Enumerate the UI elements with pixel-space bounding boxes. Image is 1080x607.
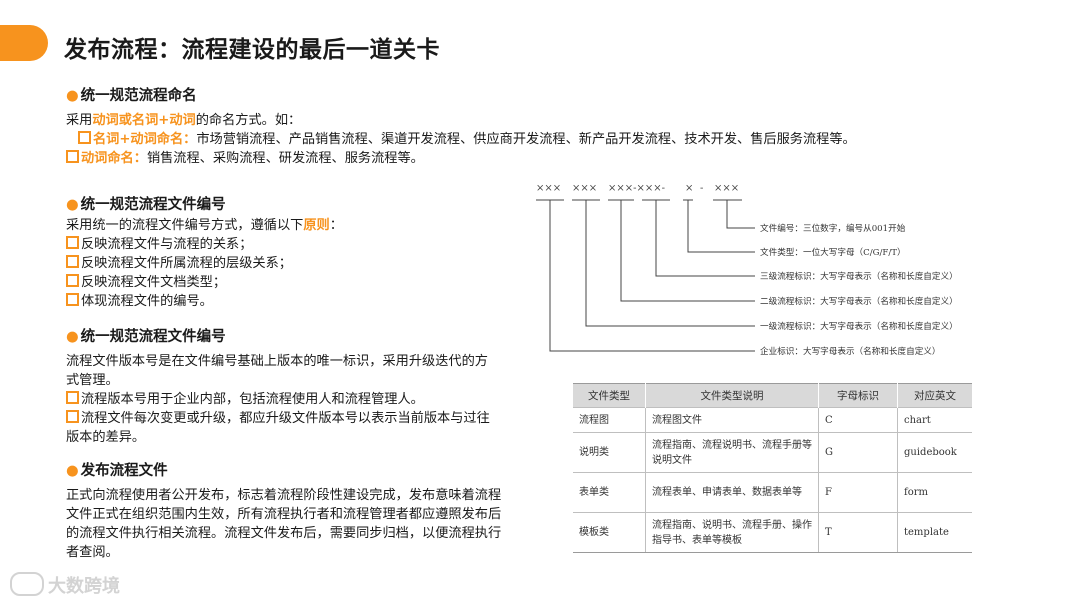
file-type-table: 文件类型 文件类型说明 字母标识 对应英文 流程图 流程图文件 C chart … — [573, 383, 972, 553]
table-row: 说明类 流程指南、流程说明书、流程手册等说明文件 G guidebook — [573, 432, 972, 473]
checkbox-square-icon — [66, 274, 79, 287]
table-cell: chart — [897, 407, 972, 433]
publish-paragraph: 正式向流程使用者公开发布，标志着流程阶段性建设完成，发布意味着流程文件正式在组织… — [66, 488, 502, 560]
table-cell: 流程图 — [573, 407, 646, 433]
file-numbering-diagram: ××× ××× ×××-×××- × - ××× 文件编号：三位数字，编号从00… — [530, 183, 1000, 368]
page-title: 发布流程：流程建设的最后一道关卡 — [64, 37, 440, 63]
bracket-lines — [536, 199, 755, 352]
table-cell: G — [818, 432, 898, 473]
code-segment: ××× — [572, 183, 598, 194]
table-cell: T — [818, 512, 898, 553]
numbering-item: 反映流程文件文档类型； — [66, 273, 226, 292]
brand-logo-icon — [10, 572, 44, 596]
version-item: 流程文件每次变更或升级，都应升级文件版本号以表示当前版本与过往版本的差异。 — [66, 410, 490, 445]
bullet-dot-icon: ● — [66, 463, 79, 479]
code-segment: ×××-×××- — [608, 183, 666, 194]
diagram-label: 二级流程标识：大写字母表示（名称和长度自定义） — [760, 297, 958, 307]
table-cell: C — [818, 407, 898, 433]
checkbox-square-icon — [78, 131, 91, 144]
numbering-item: 体现流程文件的编号。 — [66, 292, 213, 311]
code-segment: ××× — [536, 183, 562, 194]
checkbox-square-icon — [66, 410, 79, 423]
diagram-label: 文件编号：三位数字，编号从001开始 — [760, 224, 906, 234]
section-heading-version: ●统一规范流程文件编号 — [66, 329, 226, 345]
section-heading-naming: ●统一规范流程命名 — [66, 88, 197, 104]
checkbox-square-icon — [66, 150, 79, 163]
diagram-label: 三级流程标识：大写字母表示（名称和长度自定义） — [760, 272, 958, 282]
table-row: 模板类 流程指南、说明书、流程手册、操作指导书、表单等模板 T template — [573, 512, 972, 553]
version-paragraph: 流程文件版本号是在文件编号基础上版本的唯一标识，采用升级迭代的方式管理。 — [66, 354, 488, 388]
table-row: 表单类 流程表单、申请表单、数据表单等 F form — [573, 472, 972, 513]
naming-item: 动词命名：销售流程、采购流程、研发流程、服务流程等。 — [66, 149, 424, 168]
naming-item: 名词+动词命名：市场营销流程、产品销售流程、渠道开发流程、供应商开发流程、新产品… — [78, 130, 856, 149]
code-segment: × — [685, 183, 694, 194]
checkbox-square-icon — [66, 255, 79, 268]
table-cell: F — [818, 472, 898, 513]
table-header-cell: 字母标识 — [818, 383, 898, 408]
table-cell: template — [897, 512, 972, 553]
diagram-label: 企业标识：大写字母表示（名称和长度自定义） — [760, 347, 941, 357]
table-header-cell: 文件类型 — [573, 383, 646, 408]
diagram-label: 一级流程标识：大写字母表示（名称和长度自定义） — [760, 322, 958, 332]
bullet-dot-icon: ● — [66, 197, 79, 213]
table-cell: 说明类 — [573, 432, 646, 473]
checkbox-square-icon — [66, 236, 79, 249]
table-cell: 表单类 — [573, 472, 646, 513]
table-row: 流程图 流程图文件 C chart — [573, 407, 972, 433]
section-heading-numbering: ●统一规范流程文件编号 — [66, 197, 226, 213]
bullet-dot-icon: ● — [66, 329, 79, 345]
table-cell: 流程指南、说明书、流程手册、操作指导书、表单等模板 — [645, 512, 819, 553]
bullet-dot-icon: ● — [66, 88, 79, 104]
table-cell: guidebook — [897, 432, 972, 473]
table-cell: 模板类 — [573, 512, 646, 553]
table-cell: 流程图文件 — [645, 407, 819, 433]
table-cell: form — [897, 472, 972, 513]
title-accent-tab — [0, 25, 48, 61]
table-header-cell: 对应英文 — [897, 383, 972, 408]
table-cell: 流程表单、申请表单、数据表单等 — [645, 472, 819, 513]
version-item: 流程版本号用于企业内部，包括流程使用人和流程管理人。 — [66, 390, 496, 409]
numbering-intro: 采用统一的流程文件编号方式，遵循以下原则： — [66, 218, 343, 233]
code-segment: ××× — [714, 183, 740, 194]
numbering-item: 反映流程文件与流程的关系； — [66, 235, 252, 254]
section-heading-publish: ●发布流程文件 — [66, 463, 168, 479]
table-header-cell: 文件类型说明 — [645, 383, 819, 408]
table-header-row: 文件类型 文件类型说明 字母标识 对应英文 — [573, 383, 972, 408]
diagram-label: 文件类型：一位大写字母（C/G/F/T） — [760, 248, 906, 258]
checkbox-square-icon — [66, 293, 79, 306]
checkbox-square-icon — [66, 391, 79, 404]
code-segment: - — [700, 183, 704, 194]
watermark: 大数跨境 — [10, 572, 120, 598]
table-cell: 流程指南、流程说明书、流程手册等说明文件 — [645, 432, 819, 473]
numbering-item: 反映流程文件所属流程的层级关系； — [66, 254, 292, 273]
naming-intro: 采用动词或名词+动词的命名方式。如： — [66, 113, 302, 128]
